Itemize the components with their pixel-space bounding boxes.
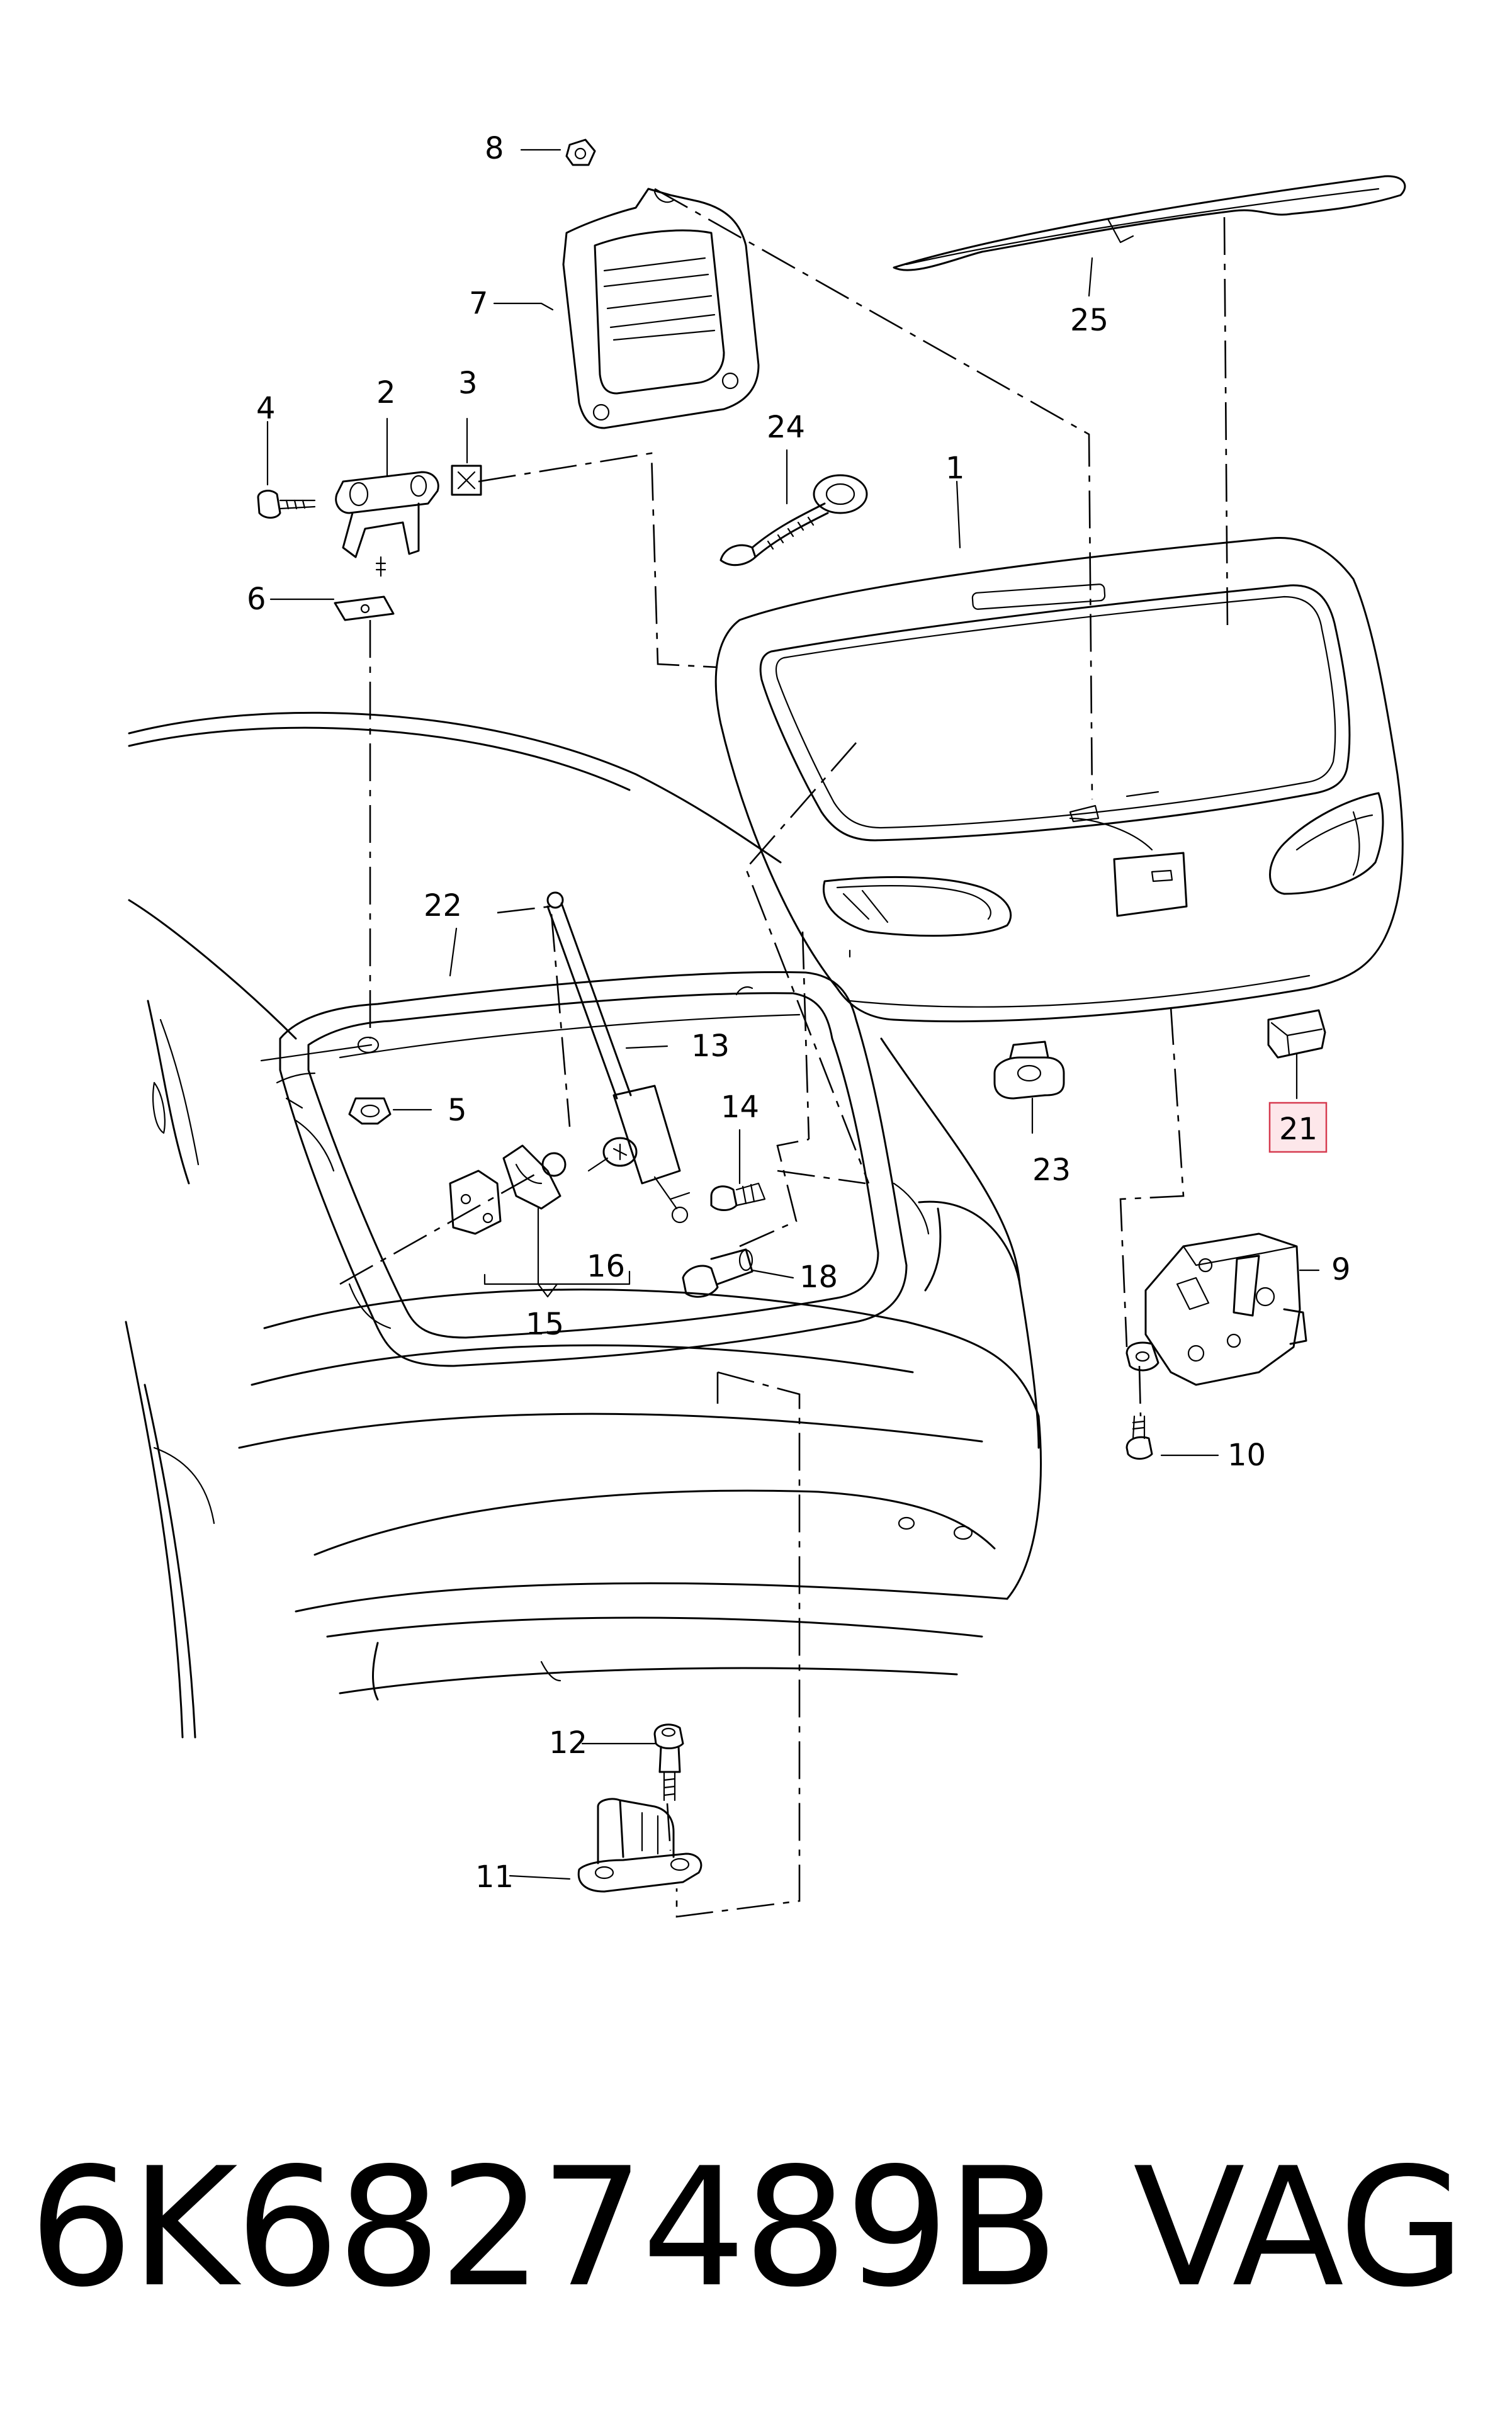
callout-4: 4 bbox=[256, 391, 276, 426]
callout-16: 16 bbox=[587, 1249, 625, 1284]
part-3-box bbox=[451, 465, 482, 496]
striker-part-11 bbox=[577, 1798, 702, 1893]
callout-7: 7 bbox=[469, 286, 488, 321]
part-number: 6K6827489B bbox=[29, 2133, 1059, 2323]
stop-part-18 bbox=[682, 1248, 753, 1298]
callout-14: 14 bbox=[721, 1090, 759, 1125]
spoiler-part-25 bbox=[893, 175, 1406, 271]
callout-2: 2 bbox=[376, 375, 396, 410]
callout-21: 21 bbox=[1279, 1112, 1317, 1147]
gas-strut-part-13 bbox=[546, 891, 691, 1224]
cable-part-24 bbox=[719, 474, 868, 567]
car-body bbox=[125, 711, 1042, 1739]
brand-name: VAG bbox=[1133, 2133, 1465, 2323]
callout-9: 9 bbox=[1331, 1252, 1351, 1287]
callout-18: 18 bbox=[799, 1260, 838, 1295]
callout-10: 10 bbox=[1227, 1438, 1266, 1473]
lock-part-9 bbox=[1126, 1232, 1307, 1386]
screw-part-10 bbox=[1126, 1415, 1153, 1460]
callout-6: 6 bbox=[247, 582, 266, 617]
callout-labels: 8 7 25 4 2 3 24 1 6 22 13 5 14 18 16 15 … bbox=[247, 131, 1351, 1895]
bracket-part-15 bbox=[449, 1144, 567, 1235]
callout-12: 12 bbox=[549, 1725, 587, 1761]
callout-1: 1 bbox=[945, 451, 965, 486]
callout-5: 5 bbox=[448, 1093, 467, 1128]
stud-part-14 bbox=[710, 1182, 766, 1211]
nut-part-8 bbox=[565, 138, 596, 166]
seal-part-22 bbox=[260, 1044, 373, 1084]
bolt-part-4 bbox=[257, 490, 316, 519]
screw-part-16 bbox=[587, 1137, 638, 1172]
callout-8: 8 bbox=[485, 131, 504, 166]
callout-22: 22 bbox=[424, 888, 462, 923]
callout-25: 25 bbox=[1070, 303, 1109, 338]
plate-part-6 bbox=[334, 595, 395, 621]
emblem-housing-part-7 bbox=[562, 188, 760, 429]
callout-3: 3 bbox=[458, 366, 478, 401]
footer: 6K6827489B VAG bbox=[0, 2128, 1512, 2379]
leader-lines bbox=[266, 149, 1320, 1880]
callout-11: 11 bbox=[475, 1859, 514, 1895]
callout-23: 23 bbox=[1032, 1153, 1071, 1188]
bolt-part-12 bbox=[653, 1723, 684, 1802]
grommet-part-5 bbox=[348, 1036, 392, 1125]
exploded-parts-diagram: 8 7 25 4 2 3 24 1 6 22 13 5 14 18 16 15 … bbox=[125, 131, 1406, 1918]
highlight-box-21 bbox=[1268, 1102, 1328, 1153]
callout-24: 24 bbox=[767, 410, 805, 445]
tailgate-assembly bbox=[714, 536, 1404, 1023]
callout-13: 13 bbox=[691, 1029, 730, 1064]
assembly-dash-lines bbox=[339, 188, 1229, 1918]
callout-15: 15 bbox=[526, 1307, 564, 1342]
part-23-bumper bbox=[993, 1040, 1065, 1100]
part-21-buffer bbox=[1267, 1009, 1326, 1059]
hinge-part-2 bbox=[335, 471, 439, 577]
